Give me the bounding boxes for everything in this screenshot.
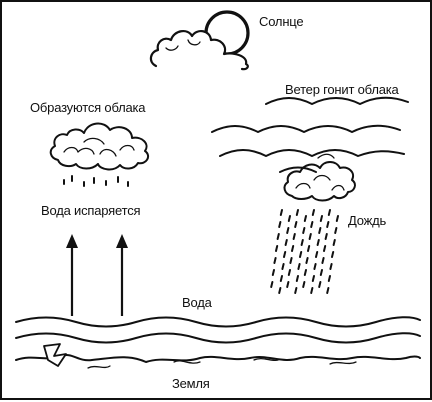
label-rain: Дождь <box>348 213 387 228</box>
evaporation-arrow-right <box>116 234 128 316</box>
rain-drop <box>307 245 311 252</box>
rain-drop <box>294 221 298 228</box>
rain-drop <box>270 281 274 288</box>
rain-drop <box>281 263 285 270</box>
sun-cloud-icon <box>149 30 249 71</box>
rain-drop <box>334 227 338 234</box>
label-clouds-form: Образуются облака <box>30 100 146 115</box>
rain-drop <box>292 233 296 240</box>
rain-drop <box>319 215 323 222</box>
rain-drop <box>300 239 304 246</box>
rain-drop <box>310 221 314 228</box>
forming-cloud-icon <box>49 122 149 171</box>
rain-drop <box>279 275 283 282</box>
rain-drop <box>287 269 291 276</box>
rain-drop <box>329 263 333 270</box>
rain-drop <box>303 269 307 276</box>
rain-drop <box>275 245 279 252</box>
rain-drop <box>295 209 299 216</box>
rain-drop <box>326 287 330 294</box>
rain-drop <box>276 233 280 240</box>
rain-drop <box>316 239 320 246</box>
rain-drop <box>327 209 331 216</box>
rain-drop <box>319 269 323 276</box>
rain-drop <box>302 281 306 288</box>
rain-drop <box>286 227 290 234</box>
rain-drop <box>311 209 315 216</box>
rain-drop <box>294 287 298 294</box>
rain-drop <box>326 221 330 228</box>
label-sun: Солнце <box>259 14 304 29</box>
rain-drop <box>324 233 328 240</box>
rain-drop <box>273 257 277 264</box>
rain-drop <box>308 233 312 240</box>
wind-lines-icon <box>211 96 409 173</box>
rain-drop <box>284 239 288 246</box>
rain-drop <box>332 239 336 246</box>
rain-drop <box>318 227 322 234</box>
evaporation-arrow-left <box>66 234 78 316</box>
rain-cloud-icon <box>283 161 356 202</box>
rain-drop <box>295 275 299 282</box>
label-earth: Земля <box>172 376 210 391</box>
rain-drop <box>278 221 282 228</box>
label-water: Вода <box>182 295 212 310</box>
forming-cloud-droplets <box>63 175 129 187</box>
rain-drops <box>270 209 339 294</box>
earth-ground <box>15 343 421 369</box>
rain-drop <box>321 257 325 264</box>
rain-drop <box>331 251 335 258</box>
rain-drop <box>297 263 301 270</box>
rain-drop <box>299 251 303 258</box>
rain-drop <box>278 287 282 294</box>
rain-drop <box>323 245 327 252</box>
rain-drop <box>313 263 317 270</box>
rain-drop <box>318 281 322 288</box>
rain-drop <box>305 257 309 264</box>
rain-drop <box>289 257 293 264</box>
rain-drop <box>311 275 315 282</box>
rain-drop <box>286 281 290 288</box>
rain-drop <box>283 251 287 258</box>
rain-drop <box>302 227 306 234</box>
rain-drop <box>291 245 295 252</box>
label-evaporation: Вода испаряется <box>41 203 141 218</box>
rain-drop <box>310 287 314 294</box>
rain-drop <box>279 209 283 216</box>
rain-drop <box>287 215 291 222</box>
rain-drop <box>271 269 275 276</box>
water-waves <box>15 316 421 344</box>
rain-drop <box>335 215 339 222</box>
rain-drop <box>327 275 331 282</box>
rain-drop <box>303 215 307 222</box>
rain-drop <box>315 251 319 258</box>
label-wind: Ветер гонит облака <box>285 82 399 97</box>
